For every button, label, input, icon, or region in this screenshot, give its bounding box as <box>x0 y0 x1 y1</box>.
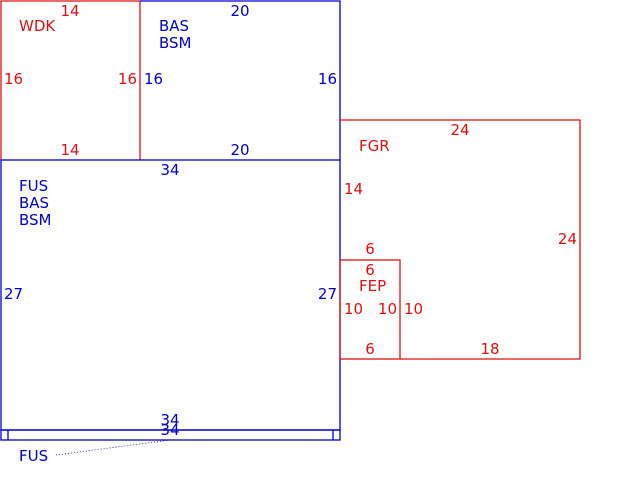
area-fep: FEP 6 6 10 10 10 <box>339 259 423 360</box>
fus-main-code-2: BAS <box>19 194 49 212</box>
wdk-right-dimension: 16 <box>118 70 137 88</box>
bas-top-top-dimension: 20 <box>230 2 249 20</box>
wdk-bottom-dimension: 14 <box>60 141 79 159</box>
wdk-left-dimension: 16 <box>4 70 23 88</box>
fus-main-outline <box>0 159 341 431</box>
wdk-code: WDK <box>19 17 56 35</box>
fus-main-code-3: BSM <box>19 211 52 229</box>
fep-outer-right-dimension: 10 <box>404 300 423 318</box>
fus-main-code-1: FUS <box>19 177 48 195</box>
wdk-top-dimension: 14 <box>60 2 79 20</box>
fep-bottom-dimension: 6 <box>365 340 375 358</box>
bas-top-outline <box>140 0 341 160</box>
fgr-left-dimension: 14 <box>344 180 363 198</box>
area-wdk: WDK 14 14 16 16 <box>0 0 141 160</box>
fus-main-bottom-dimension: 34 <box>160 411 179 429</box>
fgr-code: FGR <box>359 137 390 155</box>
fep-top-dimension: 6 <box>365 261 375 279</box>
fgr-right-dimension: 24 <box>558 230 577 248</box>
bas-top-code-2: BSM <box>159 34 192 52</box>
fep-left-dimension: 10 <box>344 300 363 318</box>
fus-strip-dimension: 34 <box>160 421 179 439</box>
fus-strip-outline <box>0 429 341 441</box>
area-fus-main: FUS BAS BSM 34 34 27 27 <box>0 159 341 431</box>
area-fus-strip: 34 FUS <box>0 421 341 465</box>
area-bas-top: BAS BSM 20 20 16 16 <box>140 0 341 160</box>
fgr-step-dimension: 6 <box>365 240 375 258</box>
wdk-outline <box>0 0 141 160</box>
fus-main-left-dimension: 27 <box>4 285 23 303</box>
fep-right-dimension: 10 <box>378 300 397 318</box>
fep-outline <box>339 259 401 360</box>
fgr-outline <box>340 119 581 360</box>
fus-main-right-dimension: 27 <box>318 285 337 303</box>
fgr-top-dimension: 24 <box>450 121 469 139</box>
fus-main-top-dimension: 34 <box>160 161 179 179</box>
fus-strip-code: FUS <box>19 447 48 465</box>
bas-top-right-dimension: 16 <box>318 70 337 88</box>
fus-strip-leader-line <box>55 439 171 456</box>
bas-top-bottom-dimension: 20 <box>230 141 249 159</box>
bas-top-left-dimension: 16 <box>144 70 163 88</box>
fgr-bottom-dimension: 18 <box>480 340 499 358</box>
bas-top-code-1: BAS <box>159 17 189 35</box>
fep-code: FEP <box>359 277 386 295</box>
area-fgr: FGR 24 24 14 6 18 <box>340 119 581 360</box>
